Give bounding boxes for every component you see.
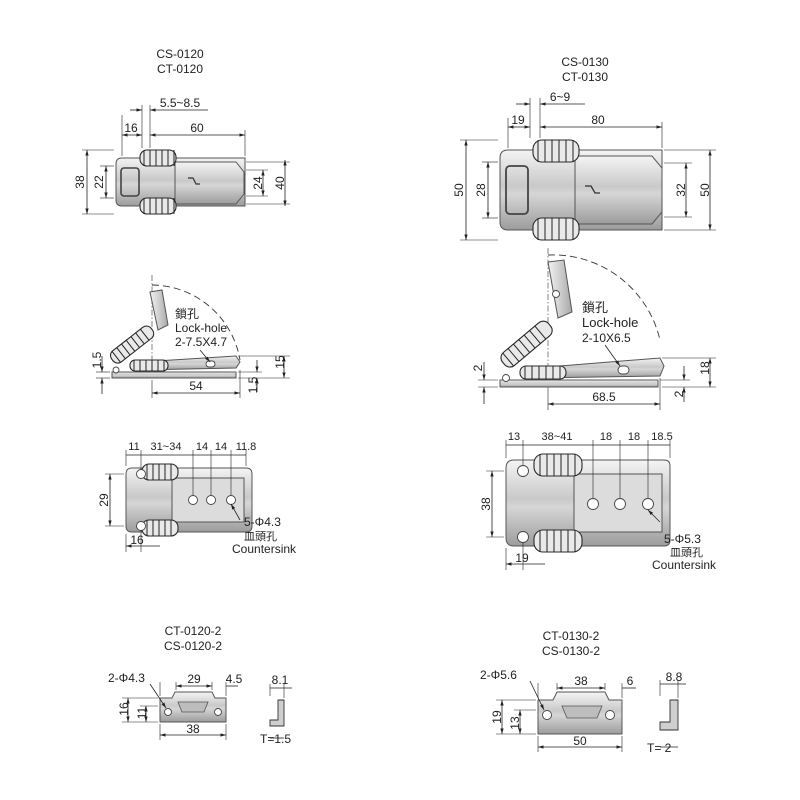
dim-label: 11.8 (236, 441, 257, 453)
dim-label: 16 (124, 121, 138, 135)
countersink-label-cn: 皿頭孔 (670, 546, 703, 559)
thickness-label: T=1.5 (260, 732, 291, 746)
right-mount-view: 13 38~41 18 18 18.5 38 19 5-Φ5.3 皿頭孔 Cou… (479, 431, 717, 572)
dim-label: 6 (627, 674, 634, 688)
dim-label: 13 (508, 716, 522, 730)
dim-label: 16 (130, 533, 144, 547)
dim-label: 14 (196, 441, 208, 453)
dim-label: 18 (628, 431, 640, 443)
dim-label: 38 (186, 722, 200, 736)
model-title: CT-0120-2 (165, 624, 222, 638)
dim-label: 1.5 (246, 376, 260, 393)
model-title: CT-0120 (157, 62, 203, 76)
dim-label: 11 (135, 706, 149, 719)
model-title: CS-0120 (156, 47, 204, 61)
left-bracket: 29 4.5 2-Φ4.3 16 11 38 8.1 T=1.5 (108, 671, 292, 746)
dim-label: 8.1 (272, 673, 289, 687)
model-title: CT-0130-2 (543, 629, 600, 643)
dim-label: 22 (92, 175, 106, 189)
left-top-view: 5.5~8.5 16 60 38 22 24 40 (73, 96, 290, 215)
dim-label: 6~9 (550, 90, 571, 104)
model-title: CS-0130-2 (542, 644, 600, 658)
dim-label: 19 (515, 551, 529, 565)
countersink-label-en: Countersink (232, 542, 297, 556)
dim-label: 40 (273, 176, 287, 190)
dim-label: 38 (73, 175, 87, 189)
dim-label: 18 (698, 361, 712, 375)
hole-callout: 5-Φ4.3 (244, 515, 281, 529)
countersink-label-cn: 皿頭孔 (244, 530, 277, 543)
dim-label: 50 (698, 183, 712, 197)
right-bracket: 38 6 2-Φ5.6 19 13 50 8.8 T= 2 (480, 668, 686, 755)
right-side-view: 鎖孔 Lock-hole 2-10X6.5 2 18 68.5 2 (471, 248, 716, 410)
dim-label: 29 (187, 672, 201, 686)
dim-label: 4.5 (226, 672, 243, 686)
dim-label: 14 (215, 441, 227, 453)
dim-label: 32 (674, 183, 688, 197)
dim-label: 38~41 (542, 431, 573, 443)
model-title: CS-0120-2 (164, 639, 222, 653)
dim-label: 5.5~8.5 (160, 96, 201, 110)
lock-hole-label-cn: 鎖孔 (175, 306, 199, 321)
lock-hole-label-en: Lock-hole (175, 321, 227, 335)
dim-label: 68.5 (592, 390, 616, 404)
dim-label: 50 (573, 734, 587, 748)
dim-label: 38 (479, 497, 493, 511)
dim-label: 80 (591, 113, 605, 127)
dim-label: 50 (452, 183, 466, 197)
dim-label: 2 (471, 364, 485, 371)
dim-label: 29 (97, 493, 111, 507)
dim-label: 38 (574, 674, 588, 688)
dim-label: 60 (190, 121, 204, 135)
hole-callout: 2-Φ5.6 (480, 668, 517, 682)
lock-hole-size: 2-10X6.5 (582, 331, 631, 345)
dim-label: 8.8 (666, 670, 683, 684)
dim-label: 18.5 (651, 431, 672, 443)
lock-hole-label-cn: 鎖孔 (582, 300, 608, 315)
thickness-label: T= 2 (647, 741, 672, 755)
model-title: CS-0130 (561, 55, 609, 69)
countersink-label-en: Countersink (652, 558, 717, 572)
dim-label: 13 (508, 431, 520, 443)
dim-label: 19 (511, 113, 525, 127)
dim-label: 18 (600, 431, 612, 443)
dim-label: 1.5 (90, 351, 104, 368)
right-top-view: 6~9 19 80 50 28 32 50 (452, 90, 716, 241)
lock-hole-label-en: Lock-hole (582, 315, 638, 330)
dim-label: 54 (189, 379, 203, 393)
dim-label: 2 (672, 390, 686, 397)
hole-callout: 2-Φ4.3 (108, 671, 145, 685)
model-title: CT-0130 (562, 70, 608, 84)
dim-label: 24 (251, 176, 265, 190)
dim-label: 31~34 (151, 441, 182, 453)
left-side-view: 鎖孔 Lock-hole 2-7.5X4.7 1.5 15 54 1.5 (90, 275, 290, 398)
dim-label: 11 (128, 441, 139, 453)
dim-label: 16 (117, 702, 131, 716)
lock-hole-size: 2-7.5X4.7 (175, 335, 227, 349)
dim-label: 28 (474, 183, 488, 197)
hole-callout: 5-Φ5.3 (664, 532, 701, 546)
dim-label: 19 (490, 710, 504, 724)
dim-label: 15 (273, 355, 287, 369)
left-mount-view: 11 31~34 14 14 11.8 29 16 5-Φ4.3 皿頭孔 Cou… (97, 441, 297, 556)
